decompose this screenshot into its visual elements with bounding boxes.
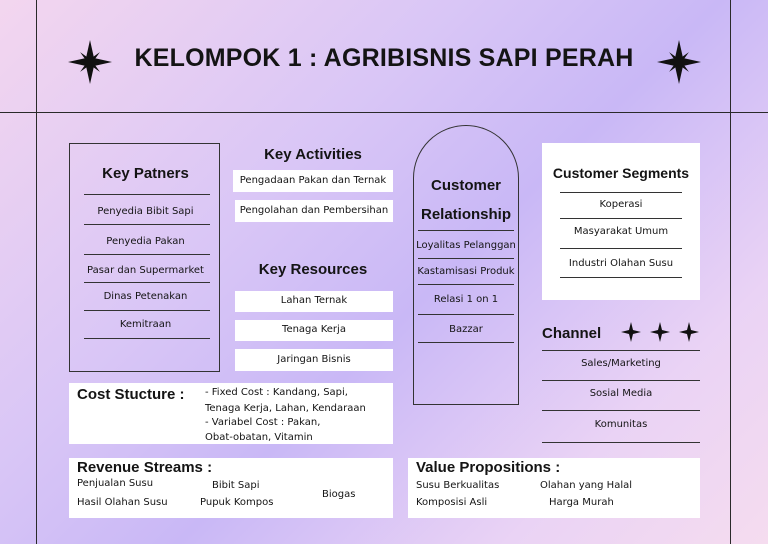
key-resource-item: Tenaga Kerja	[282, 324, 346, 335]
frame-line-header	[0, 112, 768, 113]
divider	[418, 230, 514, 231]
divider	[542, 410, 700, 411]
revenue-stream-item: Penjualan Susu	[77, 478, 154, 489]
divider	[84, 282, 210, 283]
key-partner-item: Dinas Petenakan	[103, 291, 188, 302]
value-proposition-item: Komposisi Asli	[416, 497, 488, 508]
customer-relationship-item: Loyalitas Pelanggan	[416, 240, 516, 251]
revenue-stream-item: Hasil Olahan Susu	[77, 497, 168, 508]
divider	[418, 284, 514, 285]
divider	[418, 314, 514, 315]
divider	[84, 254, 210, 255]
key-resource-item: Jaringan Bisnis	[277, 354, 351, 365]
key-activity-card: Pengadaan Pakan dan Ternak	[233, 170, 393, 192]
channel-item: Komunitas	[594, 419, 648, 430]
divider	[84, 224, 210, 225]
divider	[542, 442, 700, 443]
key-resource-item: Lahan Ternak	[280, 295, 348, 306]
divider	[560, 248, 682, 249]
customer-segments-card: Customer Segments Koperasi Masyarakat Um…	[542, 143, 700, 300]
revenue-stream-item: Bibit Sapi	[212, 480, 260, 491]
four-point-star-icon	[657, 40, 701, 84]
cost-structure-line: - Fixed Cost : Kandang, Sapi,	[205, 387, 348, 398]
customer-relationship-item: Relasi 1 on 1	[433, 294, 499, 305]
channel-heading: Channel	[542, 325, 602, 342]
four-point-star-icon	[679, 322, 699, 342]
divider	[418, 258, 514, 259]
customer-segment-item: Industri Olahan Susu	[568, 258, 674, 269]
key-resources-heading: Key Resources	[258, 261, 368, 278]
divider	[560, 277, 682, 278]
value-propositions-card: Value Propositions : Susu Berkualitas Ko…	[408, 458, 700, 518]
divider	[542, 350, 700, 351]
frame-line-right	[730, 0, 731, 544]
key-activities-heading: Key Activities	[264, 146, 362, 163]
key-resource-card: Lahan Ternak	[235, 291, 393, 312]
revenue-streams-heading: Revenue Streams :	[77, 459, 213, 476]
key-activity-item: Pengolahan dan Pembersihan	[239, 205, 389, 216]
customer-relationship-item: Kastamisasi Produk	[417, 266, 515, 277]
divider	[84, 338, 210, 339]
divider	[542, 380, 700, 381]
channel-item: Sales/Marketing	[581, 358, 661, 369]
key-partner-item: Pasar dan Supermarket	[87, 265, 204, 276]
value-propositions-heading: Value Propositions :	[416, 459, 561, 476]
cost-structure-heading: Cost Stucture :	[77, 386, 185, 403]
customer-segment-item: Koperasi	[599, 199, 643, 210]
cost-structure-line: Obat-obatan, Vitamin	[205, 432, 313, 443]
divider	[418, 342, 514, 343]
customer-relationship-arch: Customer Relationship Loyalitas Pelangga…	[413, 125, 519, 405]
frame-line-left	[36, 0, 37, 544]
key-partner-item: Kemitraan	[119, 319, 172, 330]
value-proposition-item: Harga Murah	[549, 497, 614, 508]
key-partners-heading: Key Patners	[102, 165, 189, 182]
divider	[84, 194, 210, 195]
divider	[84, 310, 210, 311]
key-resource-card: Tenaga Kerja	[235, 320, 393, 341]
key-partner-item: Penyedia Bibit Sapi	[97, 206, 194, 217]
divider	[560, 218, 682, 219]
cost-structure-card: Cost Stucture : - Fixed Cost : Kandang, …	[69, 383, 393, 444]
four-point-star-icon	[68, 40, 112, 84]
customer-segments-heading: Customer Segments	[552, 165, 690, 181]
four-point-star-icon	[650, 322, 670, 342]
four-point-star-icon	[621, 322, 641, 342]
key-partners-box: Key Patners Penyedia Bibit Sapi Penyedia…	[69, 143, 220, 372]
revenue-streams-card: Revenue Streams : Penjualan Susu Hasil O…	[69, 458, 393, 518]
customer-relationship-item: Bazzar	[449, 324, 483, 335]
channel-item: Sosial Media	[589, 388, 653, 399]
key-activity-item: Pengadaan Pakan dan Ternak	[239, 175, 387, 186]
value-proposition-item: Olahan yang Halal	[540, 480, 633, 491]
key-resource-card: Jaringan Bisnis	[235, 349, 393, 371]
customer-relationship-heading: Relationship	[420, 206, 511, 223]
cost-structure-line: - Variabel Cost : Pakan,	[205, 417, 321, 428]
customer-relationship-heading: Customer	[430, 177, 501, 194]
revenue-stream-item: Biogas	[322, 489, 356, 500]
value-proposition-item: Susu Berkualitas	[416, 480, 500, 491]
key-activity-card: Pengolahan dan Pembersihan	[235, 200, 393, 222]
page-title: KELOMPOK 1 : AGRIBISNIS SAPI PERAH	[134, 44, 634, 72]
cost-structure-line: Tenaga Kerja, Lahan, Kendaraan	[205, 403, 366, 414]
revenue-stream-item: Pupuk Kompos	[200, 497, 274, 508]
divider	[560, 192, 682, 193]
customer-segment-item: Masyarakat Umum	[573, 226, 669, 237]
key-partner-item: Penyedia Pakan	[106, 236, 185, 247]
